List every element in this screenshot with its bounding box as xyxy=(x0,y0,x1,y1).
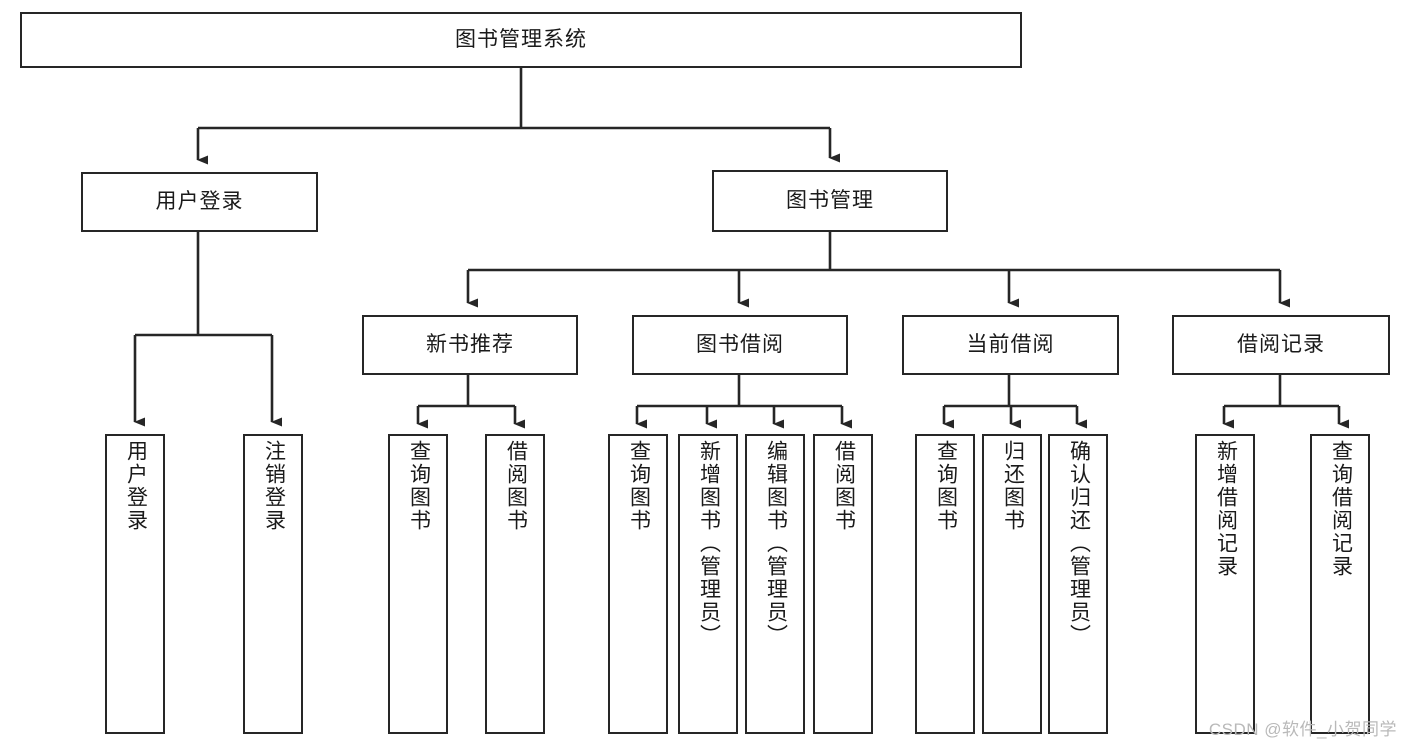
node-label: 新增借阅记录 xyxy=(1214,440,1238,578)
node-label: 用户登录 xyxy=(124,440,148,532)
node-label: 图书管理 xyxy=(786,189,874,213)
leaf-record-query-borrow-record[interactable]: 查询借阅记录 xyxy=(1310,434,1370,734)
node-root-book-management-system[interactable]: 图书管理系统 xyxy=(20,12,1022,68)
leaf-current-confirm-return-admin[interactable]: 确认归还（管理员） xyxy=(1048,434,1108,734)
leaf-current-return-book[interactable]: 归还图书 xyxy=(982,434,1042,734)
node-label: 新书推荐 xyxy=(426,333,514,357)
node-label: 查询借阅记录 xyxy=(1329,440,1353,578)
node-label: 查询图书 xyxy=(934,440,958,532)
leaf-borrow-query-book[interactable]: 查询图书 xyxy=(608,434,668,734)
leaf-borrow-add-book-admin[interactable]: 新增图书（管理员） xyxy=(678,434,738,734)
node-new-book-recommendation[interactable]: 新书推荐 xyxy=(362,315,578,375)
node-label: 注销登录 xyxy=(262,440,286,532)
node-label: 查询图书 xyxy=(407,440,431,532)
leaf-recommend-borrow-book[interactable]: 借阅图书 xyxy=(485,434,545,734)
node-label: 用户登录 xyxy=(155,190,244,214)
csdn-watermark: CSDN @软件_小贺同学 xyxy=(1208,720,1397,739)
node-label: 归还图书 xyxy=(1001,440,1025,532)
node-label: 查询图书 xyxy=(627,440,651,532)
node-user-login[interactable]: 用户登录 xyxy=(81,172,318,232)
leaf-recommend-query-book[interactable]: 查询图书 xyxy=(388,434,448,734)
node-borrow-record[interactable]: 借阅记录 xyxy=(1172,315,1390,375)
node-label: 当前借阅 xyxy=(966,333,1055,357)
leaf-borrow-edit-book-admin[interactable]: 编辑图书（管理员） xyxy=(745,434,805,734)
node-label: 借阅记录 xyxy=(1237,333,1325,357)
leaf-borrow-borrow-book[interactable]: 借阅图书 xyxy=(813,434,873,734)
node-label: 图书借阅 xyxy=(696,333,784,357)
leaf-user-login[interactable]: 用户登录 xyxy=(105,434,165,734)
leaf-user-logout[interactable]: 注销登录 xyxy=(243,434,303,734)
node-label: 新增图书（管理员） xyxy=(697,440,721,647)
node-book-borrow[interactable]: 图书借阅 xyxy=(632,315,848,375)
node-label: 借阅图书 xyxy=(832,440,856,532)
node-label: 确认归还（管理员） xyxy=(1067,440,1091,647)
leaf-current-query-book[interactable]: 查询图书 xyxy=(915,434,975,734)
node-label: 借阅图书 xyxy=(504,440,528,532)
node-current-borrow[interactable]: 当前借阅 xyxy=(902,315,1119,375)
node-book-manage[interactable]: 图书管理 xyxy=(712,170,948,232)
node-label: 图书管理系统 xyxy=(455,28,587,52)
leaf-record-add-borrow-record[interactable]: 新增借阅记录 xyxy=(1195,434,1255,734)
node-label: 编辑图书（管理员） xyxy=(764,440,788,647)
